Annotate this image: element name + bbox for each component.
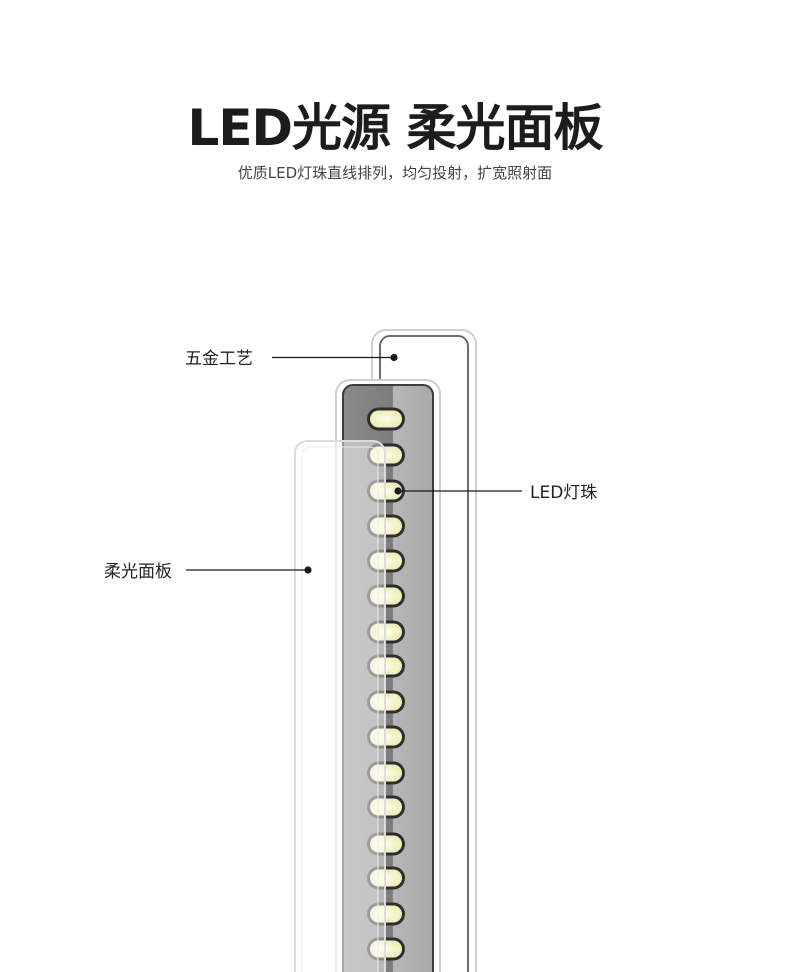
callout-metal: 五金工艺: [185, 349, 398, 369]
callout-metal-label: 五金工艺: [185, 349, 253, 369]
callout-panel: 柔光面板: [104, 562, 312, 582]
page-subtitle: 优质LED灯珠直线排列，均匀投射，扩宽照射面: [237, 164, 553, 182]
callout-led-label: LED灯珠: [530, 483, 597, 503]
page-title: LED光源 柔光面板: [187, 99, 604, 157]
callout-led: LED灯珠: [394, 483, 597, 503]
callout-panel-label: 柔光面板: [104, 562, 172, 582]
diffuser-panel: [294, 440, 386, 972]
led-bead-glow: [370, 410, 402, 428]
